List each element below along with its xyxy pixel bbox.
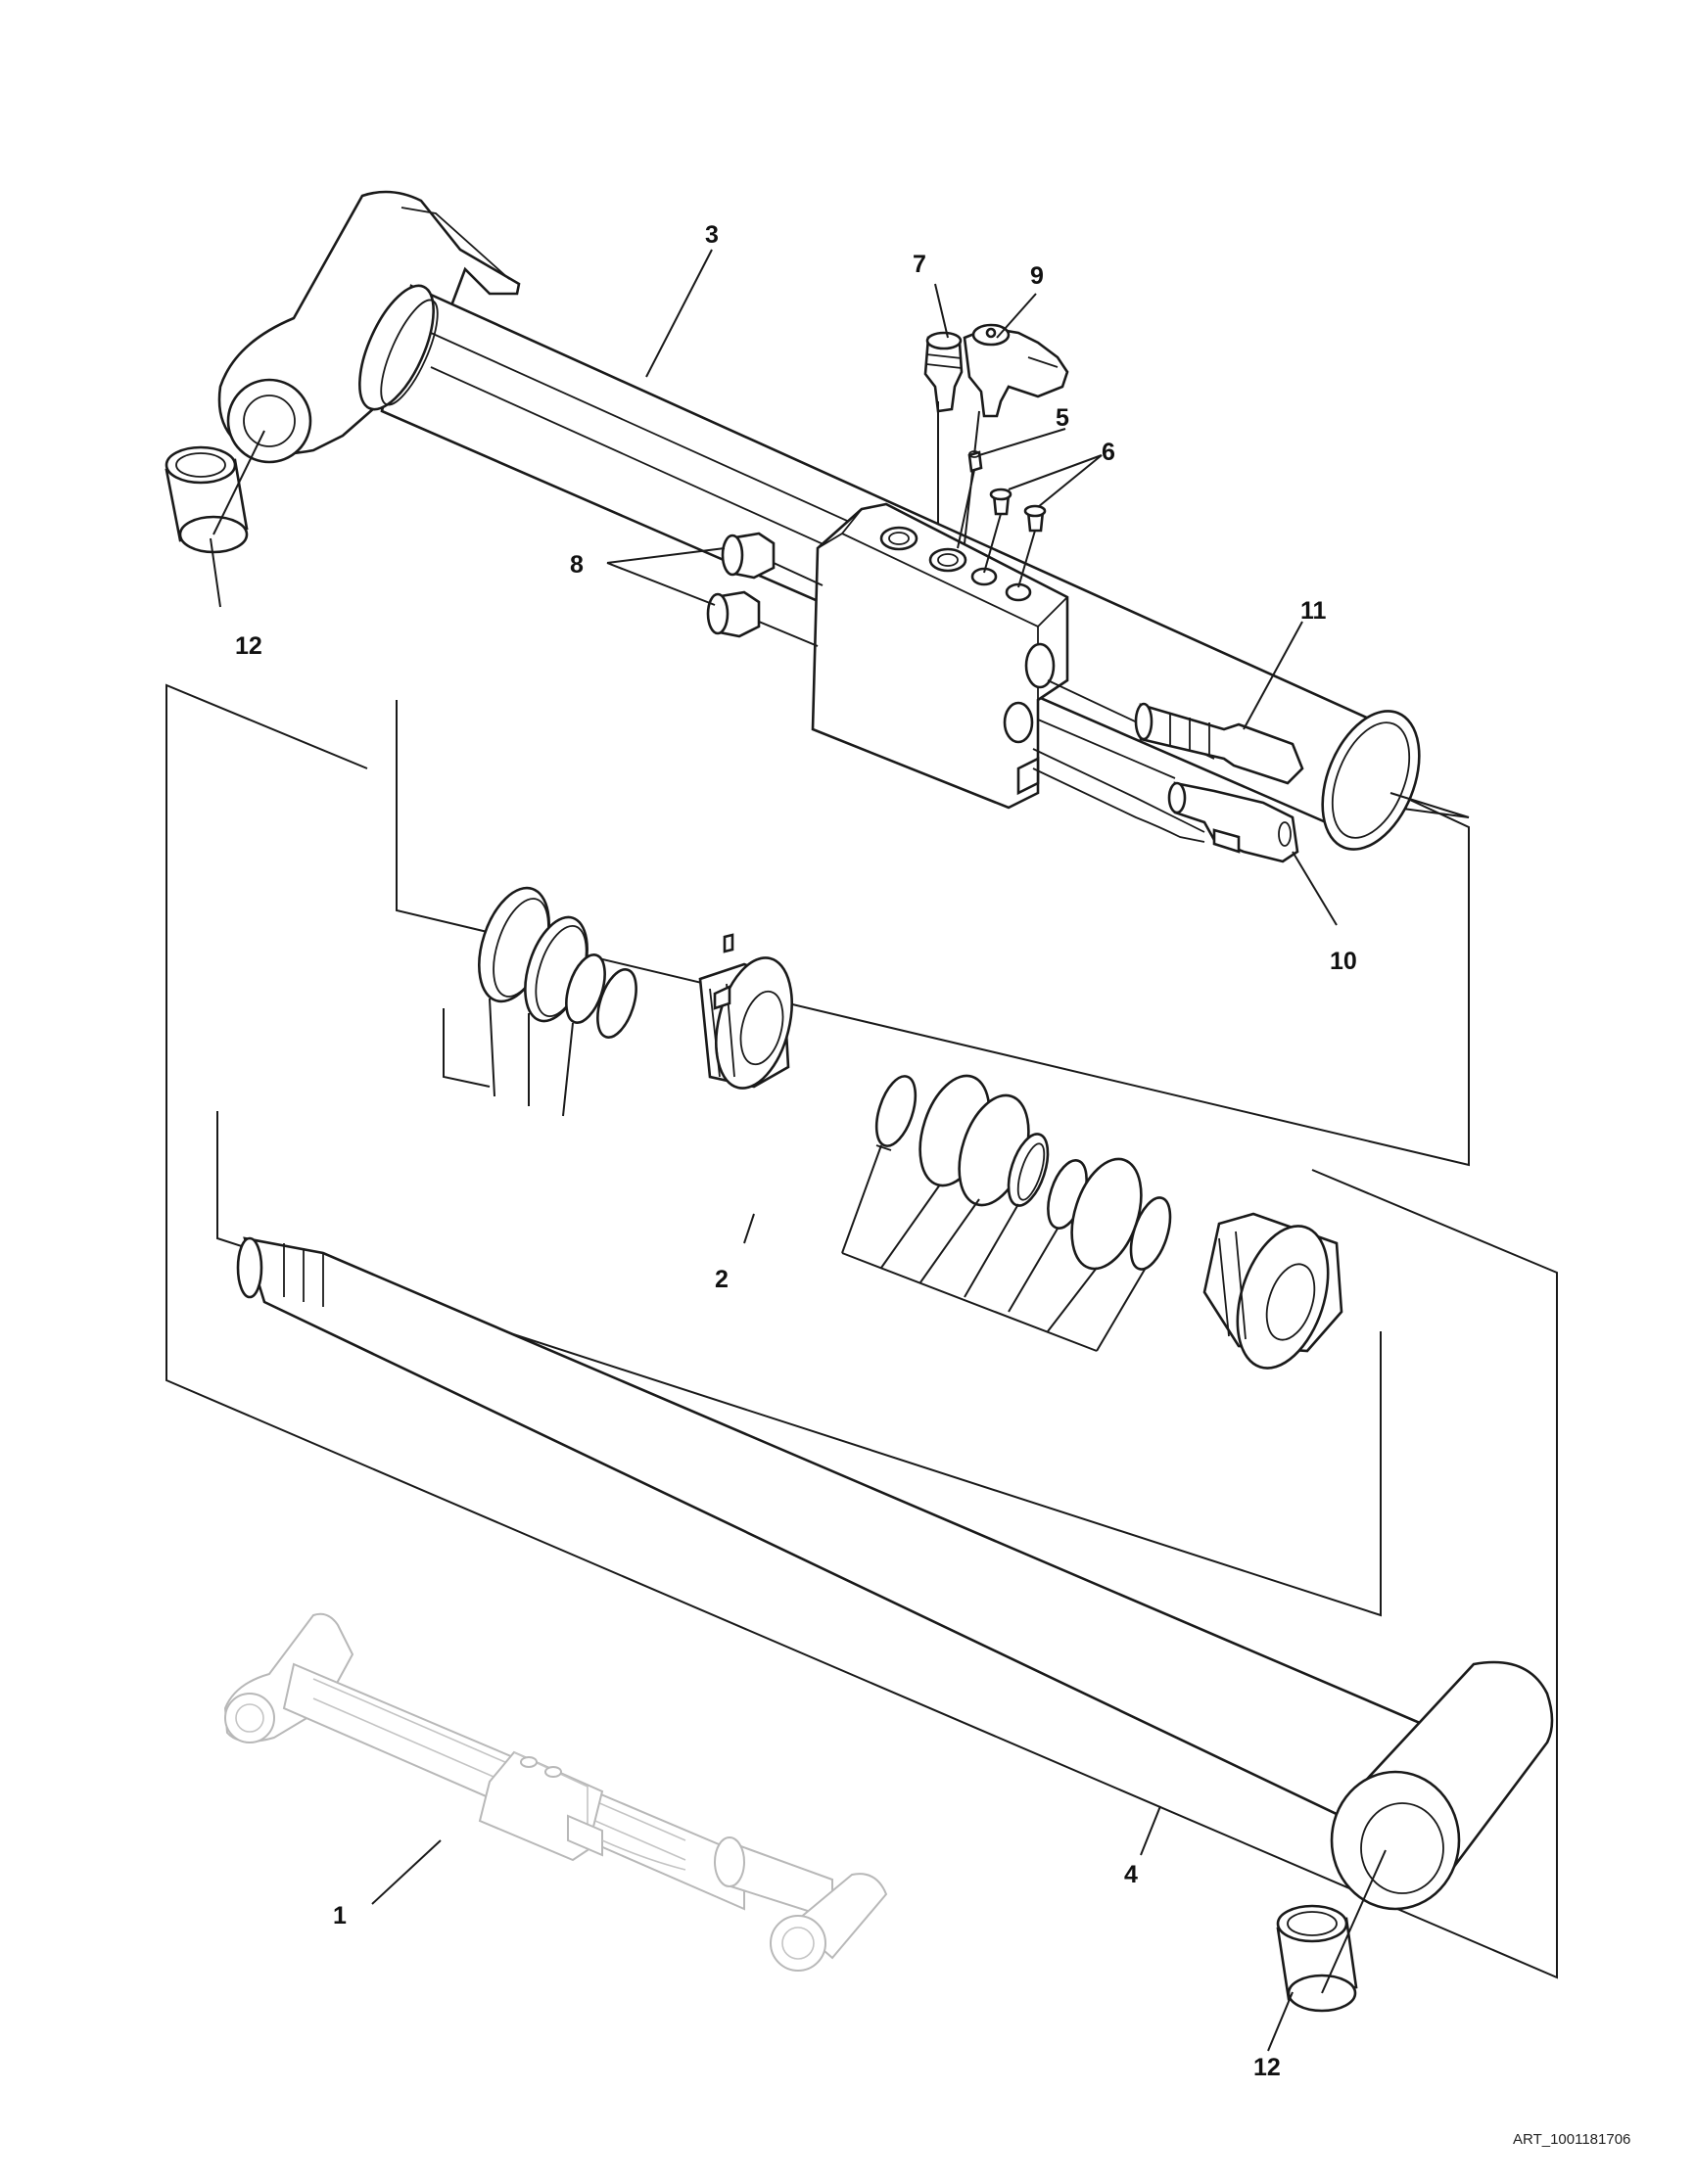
callout-1: 1 [333, 1902, 347, 1929]
solenoid-valve-10 [1167, 781, 1299, 863]
callout-8: 8 [570, 551, 584, 579]
gland-seal-a [874, 1075, 918, 1151]
valve-cartridge-7 [923, 331, 964, 524]
piston-rod [236, 1236, 1554, 1911]
solenoid-valve-9 [963, 323, 1069, 544]
callout-12-bottom: 12 [1253, 2054, 1281, 2081]
assembled-cylinder-reference [223, 1612, 888, 1972]
callout-9: 9 [1030, 262, 1044, 290]
callout-2: 2 [715, 1266, 729, 1293]
art-id-label: ART_1001181706 [1513, 2131, 1630, 2148]
plug-6a [983, 488, 1012, 574]
callout-4: 4 [1124, 1861, 1138, 1888]
callout-3: 3 [705, 221, 719, 249]
plug-8b [706, 590, 819, 647]
callout-12-top: 12 [235, 632, 262, 660]
bushing-12-bottom [1276, 1849, 1387, 2013]
leader-lines [210, 249, 1338, 2052]
piston [698, 933, 793, 1090]
callout-10: 10 [1330, 948, 1357, 975]
cartridge-valve-11 [1134, 702, 1304, 785]
callout-6: 6 [1102, 439, 1115, 466]
callout-11: 11 [1300, 597, 1327, 625]
gland-seal-g [1129, 1196, 1172, 1271]
plug-5 [957, 450, 983, 549]
o-ring-b [596, 968, 637, 1039]
plug-6b [1017, 504, 1047, 588]
callout-7: 7 [913, 251, 926, 278]
assembly-frame-outer [165, 683, 1558, 1979]
gland [1202, 1212, 1343, 1370]
plug-8a [721, 532, 824, 586]
bushing-12-top [165, 430, 265, 554]
valve-block [811, 502, 1069, 810]
callout-5: 5 [1056, 404, 1069, 432]
assembly-frame-rod [216, 1111, 1382, 1617]
